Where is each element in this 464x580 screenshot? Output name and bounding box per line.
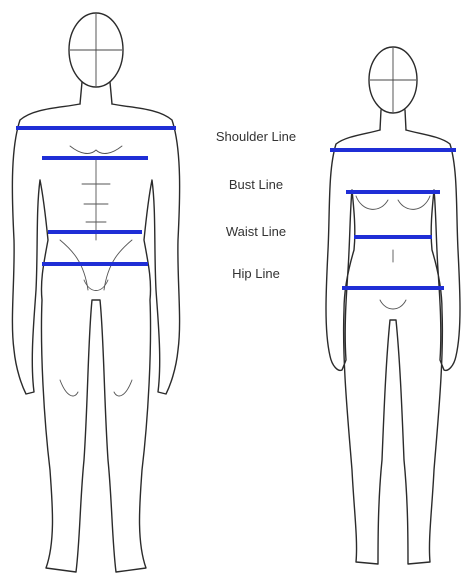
female-body-outline xyxy=(326,130,460,564)
